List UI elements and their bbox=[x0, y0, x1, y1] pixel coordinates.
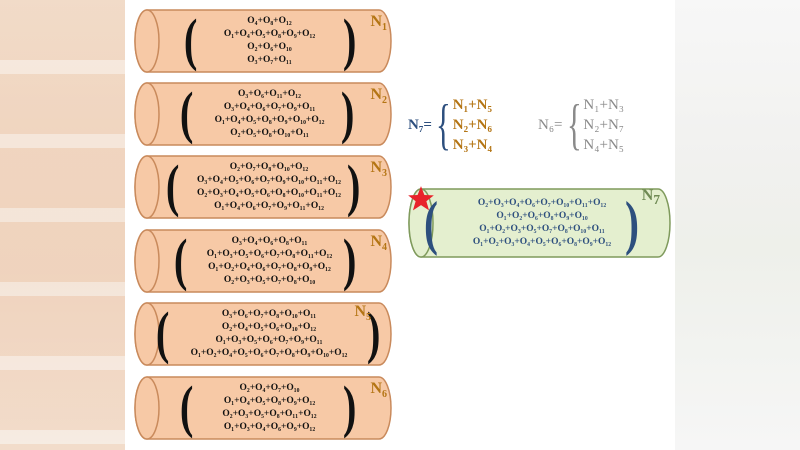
cylinder-label: N4 bbox=[370, 233, 387, 254]
star-icon bbox=[408, 186, 434, 211]
equation-item: N₄+N₅ bbox=[583, 137, 625, 153]
left-paren: ( bbox=[165, 153, 180, 218]
brace-icon: { bbox=[435, 94, 451, 156]
right-paren: ) bbox=[366, 300, 381, 365]
cylinder-n1: ( ) O₄+O₈+O₁₂ O₁+O₄+O₅+O₈+O₉+O₁₂ O₂+O₆+O… bbox=[133, 8, 393, 74]
term: O₁+O₂+O₄+O₆+O₇+O₈+O₉+O₁₂ bbox=[208, 262, 331, 272]
cylinder-n3: ( ) O₂+O₇+O₈+O₁₀+O₁₂ O₃+O₄+O₅+O₆+O₇+O₉+O… bbox=[133, 154, 393, 220]
term: O₁+O₃+O₅+O₆+O₇+O₉+O₁₁ bbox=[215, 335, 323, 345]
left-paren: ( bbox=[179, 80, 194, 145]
cylinder-shape bbox=[134, 229, 392, 293]
term: O₁+O₂+O₃+O₄+O₅+O₆+O₈+O₉+O₁₂ bbox=[472, 237, 612, 247]
result-cylinder-n7: ( ) O₂+O₃+O₄+O₆+O₇+O₁₀+O₁₁+O₁₂ O₁+O₂+O₆+… bbox=[407, 185, 672, 261]
equation-item: N₁+N₅ bbox=[452, 97, 492, 113]
term: O₂+O₆+O₁₀ bbox=[247, 42, 292, 52]
equation-items: N₁+N₅ N₂+N₆ N₃+N₄ bbox=[453, 95, 492, 155]
blurred-right-background bbox=[675, 0, 800, 450]
equation-item: N₂+N₆ bbox=[452, 117, 492, 133]
term: O₁+O₃+O₄+O₆+O₉+O₁₂ bbox=[223, 422, 316, 432]
term: O₃+O₄+O₆+O₇+O₉+O₁₁ bbox=[223, 102, 316, 112]
equation-lhs: N₇= bbox=[408, 116, 432, 133]
equation-items: N₁+N₃ N₂+N₇ N₄+N₅ bbox=[583, 95, 624, 155]
term-list: O₂+O₃+O₄+O₆+O₇+O₁₀+O₁₁+O₁₂ O₁+O₂+O₆+O₈+O… bbox=[447, 185, 637, 261]
term: O₂+O₅+O₈+O₁₀+O₁₁ bbox=[230, 128, 309, 138]
term: O₁+O₄+O₅+O₈+O₉+O₁₀+O₁₂ bbox=[214, 115, 325, 125]
cylinder-n5: ( ) O₃+O₆+O₇+O₈+O₁₀+O₁₁ O₂+O₄+O₅+O₆+O₁₀+… bbox=[133, 301, 393, 367]
left-paren: ( bbox=[179, 374, 194, 439]
equation-item: N₃+N₄ bbox=[452, 137, 492, 153]
term-list: O₃+O₆+O₁₁+O₁₂ O₃+O₄+O₆+O₇+O₉+O₁₁ O₁+O₄+O… bbox=[178, 81, 361, 147]
cylinder-n4: ( ) O₃+O₄+O₆+O₈+O₁₁ O₁+O₃+O₅+O₆+O₇+O₈+O₁… bbox=[133, 228, 393, 294]
right-paren: ) bbox=[342, 227, 357, 292]
cylinder-label: N5 bbox=[354, 303, 371, 324]
term: O₁+O₂+O₃+O₅+O₇+O₈+O₁₀+O₁₁ bbox=[479, 224, 605, 234]
equation-item: N₂+N₇ bbox=[583, 117, 625, 133]
term: O₂+O₇+O₈+O₁₀+O₁₂ bbox=[229, 162, 309, 172]
cylinder-n2: ( ) O₃+O₆+O₁₁+O₁₂ O₃+O₄+O₆+O₇+O₉+O₁₁ O₁+… bbox=[133, 81, 393, 147]
term: O₁+O₄+O₅+O₈+O₉+O₁₂ bbox=[223, 29, 316, 39]
term: O₂+O₄+O₅+O₆+O₁₀+O₁₂ bbox=[221, 322, 317, 332]
blurred-left-background bbox=[0, 0, 125, 450]
right-paren: ) bbox=[346, 153, 361, 218]
term: O₃+O₆+O₇+O₈+O₁₀+O₁₁ bbox=[221, 309, 317, 319]
right-paren: ) bbox=[625, 190, 640, 256]
term: O₃+O₄+O₆+O₈+O₁₁ bbox=[231, 236, 308, 246]
term: O₃+O₇+O₁₁ bbox=[247, 55, 292, 65]
cylinder-n6: ( ) O₂+O₄+O₇+O₁₀ O₁+O₄+O₅+O₈+O₉+O₁₂ O₂+O… bbox=[133, 375, 393, 441]
term: O₂+O₄+O₇+O₁₀ bbox=[239, 383, 300, 393]
right-paren: ) bbox=[342, 374, 357, 439]
cylinder-label: N3 bbox=[370, 159, 387, 180]
equation-lhs: N₆= bbox=[538, 116, 563, 133]
term: O₁+O₂+O₆+O₈+O₉+O₁₀ bbox=[496, 211, 588, 221]
equation-n7: N₇= { N₁+N₅ N₂+N₆ N₃+N₄ bbox=[408, 92, 492, 158]
cylinder-shape bbox=[134, 9, 392, 73]
cylinder-label: N1 bbox=[370, 13, 387, 34]
equation-item: N₁+N₃ bbox=[583, 97, 625, 113]
term: O₃+O₆+O₁₁+O₁₂ bbox=[238, 89, 301, 99]
left-paren: ( bbox=[155, 300, 170, 365]
cylinder-shape bbox=[134, 302, 392, 366]
term: O₂+O₃+O₅+O₈+O₁₁+O₁₂ bbox=[222, 409, 317, 419]
right-paren: ) bbox=[342, 7, 357, 72]
brace-icon: { bbox=[566, 94, 582, 156]
term: O₃+O₄+O₅+O₆+O₇+O₉+O₁₀+O₁₁+O₁₂ bbox=[197, 175, 341, 185]
term: O₄+O₈+O₁₂ bbox=[247, 16, 292, 26]
term: O₁+O₂+O₄+O₅+O₆+O₇+O₈+O₉+O₁₀+O₁₂ bbox=[190, 348, 348, 358]
left-paren: ( bbox=[173, 227, 188, 292]
term-list: O₂+O₇+O₈+O₁₀+O₁₂ O₃+O₄+O₅+O₆+O₇+O₉+O₁₀+O… bbox=[173, 154, 365, 220]
term: O₂+O₃+O₄+O₅+O₆+O₈+O₁₀+O₁₁+O₁₂ bbox=[197, 188, 341, 198]
result-label: N7 bbox=[641, 187, 660, 208]
equation-n6: N₆= { N₁+N₃ N₂+N₇ N₄+N₅ bbox=[538, 92, 624, 158]
term-list: O₃+O₄+O₆+O₈+O₁₁ O₁+O₃+O₅+O₆+O₇+O₈+O₁₁+O₁… bbox=[178, 228, 361, 294]
left-paren: ( bbox=[183, 7, 198, 72]
term: O₂+O₃+O₅+O₇+O₈+O₁₀ bbox=[223, 275, 316, 285]
diagram-canvas: ( ) O₄+O₈+O₁₂ O₁+O₄+O₅+O₈+O₉+O₁₂ O₂+O₆+O… bbox=[125, 0, 675, 450]
cylinder-label: N6 bbox=[370, 380, 387, 401]
cylinder-shape bbox=[134, 376, 392, 440]
term-list: O₂+O₄+O₇+O₁₀ O₁+O₄+O₅+O₈+O₉+O₁₂ O₂+O₃+O₅… bbox=[178, 375, 361, 441]
term: O₂+O₃+O₄+O₆+O₇+O₁₀+O₁₁+O₁₂ bbox=[477, 198, 607, 208]
cylinder-shape bbox=[134, 155, 392, 219]
term: O₁+O₃+O₅+O₆+O₇+O₈+O₁₁+O₁₂ bbox=[206, 249, 333, 259]
term: O₁+O₄+O₆+O₇+O₉+O₁₁+O₁₂ bbox=[214, 201, 324, 211]
term-list: O₄+O₈+O₁₂ O₁+O₄+O₅+O₈+O₉+O₁₂ O₂+O₆+O₁₀ O… bbox=[178, 8, 361, 74]
term-list: O₃+O₆+O₇+O₈+O₁₀+O₁₁ O₂+O₄+O₅+O₆+O₁₀+O₁₂ … bbox=[163, 301, 375, 367]
cylinder-label: N2 bbox=[370, 86, 387, 107]
right-paren: ) bbox=[340, 80, 355, 145]
term: O₁+O₄+O₅+O₈+O₉+O₁₂ bbox=[223, 396, 316, 406]
cylinder-shape bbox=[134, 82, 392, 146]
